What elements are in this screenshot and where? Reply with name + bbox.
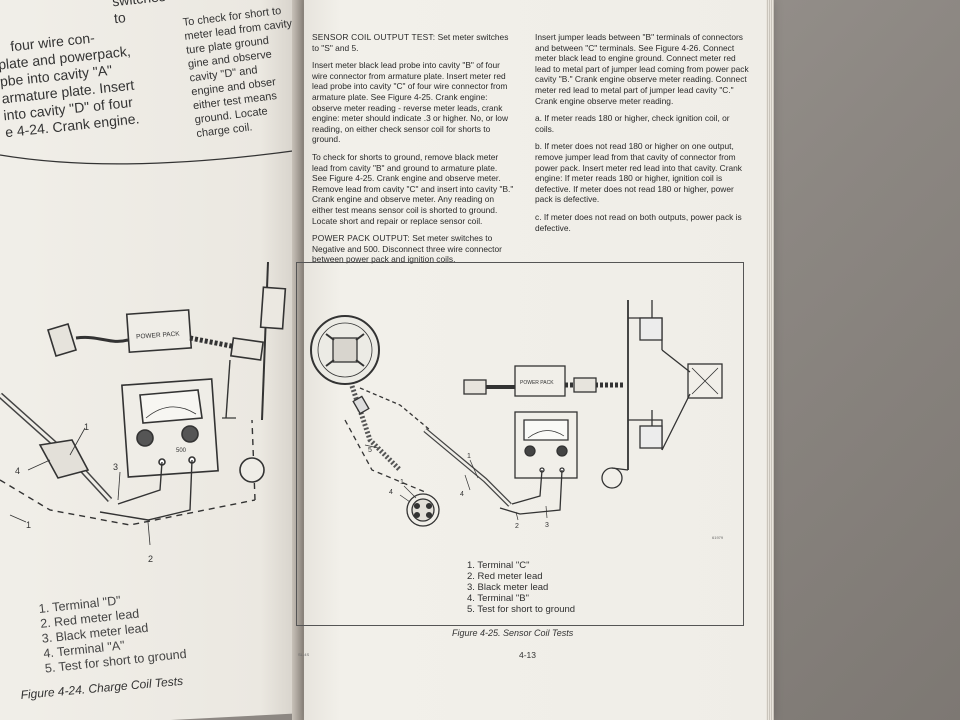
- figure-4-25-frame: [296, 262, 744, 626]
- right-column-2: Insert jumper leads between "B" terminal…: [535, 32, 749, 240]
- paragraph-power-pack-output: POWER PACK OUTPUT: Set meter switches to…: [312, 233, 514, 265]
- left-callout-1: 1: [84, 422, 89, 432]
- paragraph-text: Set meter switches to Negative and 500. …: [312, 233, 502, 265]
- figure-callout-5: 5: [368, 447, 372, 454]
- paragraph-step-b: b. If meter does not read 180 or higher …: [535, 141, 742, 205]
- figure-power-pack-label: POWER PACK: [520, 380, 554, 386]
- figure-callout-3: 3: [545, 522, 549, 529]
- figure-4-25-legend: 1. Terminal "C" 2. Red meter lead 3. Bla…: [467, 560, 575, 615]
- corner-code: SL-4S: [298, 652, 310, 657]
- figure-4-25-caption: Figure 4-25. Sensor Coil Tests: [452, 628, 574, 638]
- figure-callout-4: 4: [389, 489, 393, 496]
- legend-item: 4. Terminal "B": [467, 593, 530, 604]
- heading-sensor-coil-output: SENSOR COIL OUTPUT TEST:: [312, 32, 436, 42]
- paragraph-jumper-leads: Insert jumper leads between "B" terminal…: [535, 32, 749, 106]
- paragraph-insert-probe: Insert meter black lead probe into cavit…: [312, 60, 508, 145]
- figure-callout-1: 1: [400, 479, 404, 486]
- page-edges: [766, 0, 774, 720]
- figure-callout-2: 2: [515, 523, 519, 530]
- legend-item: 3. Black meter lead: [467, 582, 549, 593]
- right-page: [304, 0, 768, 720]
- left-callout-1b: 1: [26, 520, 31, 530]
- legend-item: 2. Red meter lead: [467, 571, 543, 582]
- legend-item: 5. Test for short to ground: [467, 604, 576, 615]
- right-column-1: SENSOR COIL OUTPUT TEST: Set meter switc…: [312, 32, 514, 272]
- paragraph-sensor-coil-test: SENSOR COIL OUTPUT TEST: Set meter switc…: [312, 32, 514, 53]
- figure-code: 61979: [712, 535, 724, 540]
- figure-callout-4b: 4: [460, 491, 464, 498]
- paragraph-step-a: a. If meter reads 180 or higher, check i…: [535, 113, 730, 134]
- figure-callout-1b: 1: [467, 453, 471, 460]
- paragraph-check-shorts: To check for shorts to ground, remove bl…: [312, 151, 514, 226]
- heading-power-pack-output: POWER PACK OUTPUT:: [312, 233, 410, 244]
- legend-item: 1. Terminal "C": [467, 560, 530, 571]
- left-meter-dial-value: 500: [176, 448, 187, 454]
- paragraph-step-c: c. If meter does not read on both output…: [535, 211, 742, 233]
- paragraph-text: Set meter switches to "S" and 5.: [312, 32, 509, 53]
- page-number: 4-13: [519, 650, 537, 660]
- left-callout-3: 3: [113, 462, 118, 472]
- left-callout-4: 4: [15, 466, 20, 476]
- left-callout-2: 2: [148, 554, 153, 564]
- left-power-pack-label: POWER PACK: [136, 331, 181, 341]
